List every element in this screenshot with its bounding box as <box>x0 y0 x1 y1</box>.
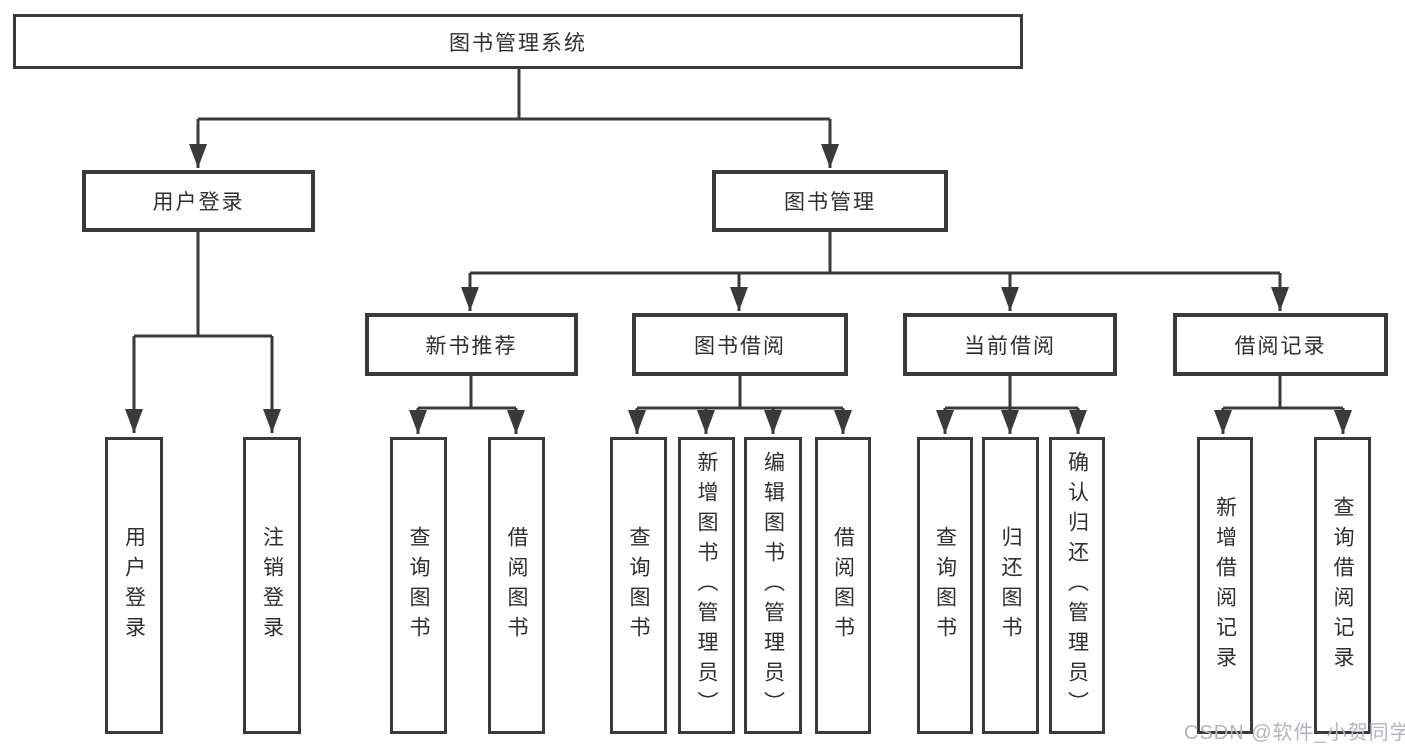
watermark: CSDN @软件_小贺同学 <box>1184 722 1405 744</box>
node-leaf-confirm-return-admin: 确认归还（管理员） <box>1049 437 1105 734</box>
connector-user-login <box>125 232 281 433</box>
node-current-borrowing: 当前借阅 <box>903 313 1117 376</box>
node-leaf-borrow-books-2: 借阅图书 <box>815 437 871 734</box>
node-leaf-query-books-1: 查询图书 <box>390 437 447 734</box>
node-leaf-edit-book-admin: 编辑图书（管理员） <box>744 437 802 734</box>
node-leaf-query-books-2: 查询图书 <box>610 437 667 734</box>
node-book-borrowing: 图书借阅 <box>632 313 848 376</box>
connector-new-book-recommendation <box>409 376 525 434</box>
node-user-login: 用户登录 <box>82 170 315 232</box>
node-leaf-add-book-admin: 新增图书（管理员） <box>678 437 735 734</box>
connector-current-borrowing <box>936 376 1087 434</box>
node-leaf-user-login: 用户登录 <box>105 437 163 734</box>
node-leaf-logout: 注销登录 <box>243 437 301 734</box>
connector-book-management <box>461 232 1289 311</box>
connector-book-borrowing <box>628 376 852 434</box>
node-leaf-query-borrow-record: 查询借阅记录 <box>1314 437 1371 734</box>
connector-borrowing-records <box>1214 376 1352 434</box>
node-book-management: 图书管理 <box>712 170 948 232</box>
node-borrowing-records: 借阅记录 <box>1173 313 1388 376</box>
node-new-book-recommendation: 新书推荐 <box>365 313 578 376</box>
node-leaf-return-book: 归还图书 <box>982 437 1039 734</box>
connector-root <box>189 68 839 168</box>
node-leaf-add-borrow-record: 新增借阅记录 <box>1197 437 1253 734</box>
node-leaf-query-books-3: 查询图书 <box>917 437 973 734</box>
node-leaf-borrow-books-1: 借阅图书 <box>488 437 545 734</box>
node-library-management-system: 图书管理系统 <box>13 14 1023 69</box>
